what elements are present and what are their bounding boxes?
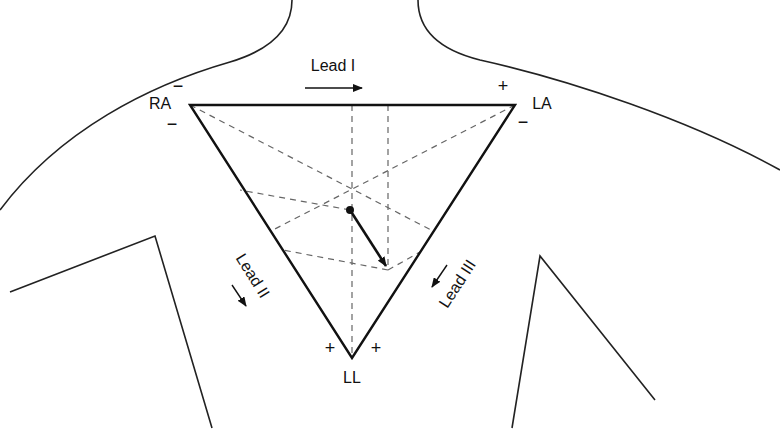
electrode-label: RA	[149, 96, 171, 112]
polarity-sign: +	[498, 77, 509, 95]
polarity-sign: +	[325, 339, 336, 357]
lead-direction-arrow	[232, 285, 246, 306]
lead-direction-arrow	[432, 265, 447, 287]
lead-direction-arrow	[305, 87, 362, 88]
electrode-label: LL	[343, 370, 361, 386]
cardiac-vector	[350, 210, 386, 266]
polarity-sign: +	[371, 339, 382, 357]
lead-label: Lead I	[311, 58, 355, 74]
einthoven-triangle	[190, 105, 515, 358]
polarity-sign: −	[167, 115, 178, 133]
electrode-label: LA	[532, 96, 552, 112]
polarity-sign: −	[173, 77, 184, 95]
polarity-sign: −	[518, 113, 529, 131]
projection-lines	[190, 105, 515, 358]
lead-label: Lead III	[437, 257, 479, 310]
